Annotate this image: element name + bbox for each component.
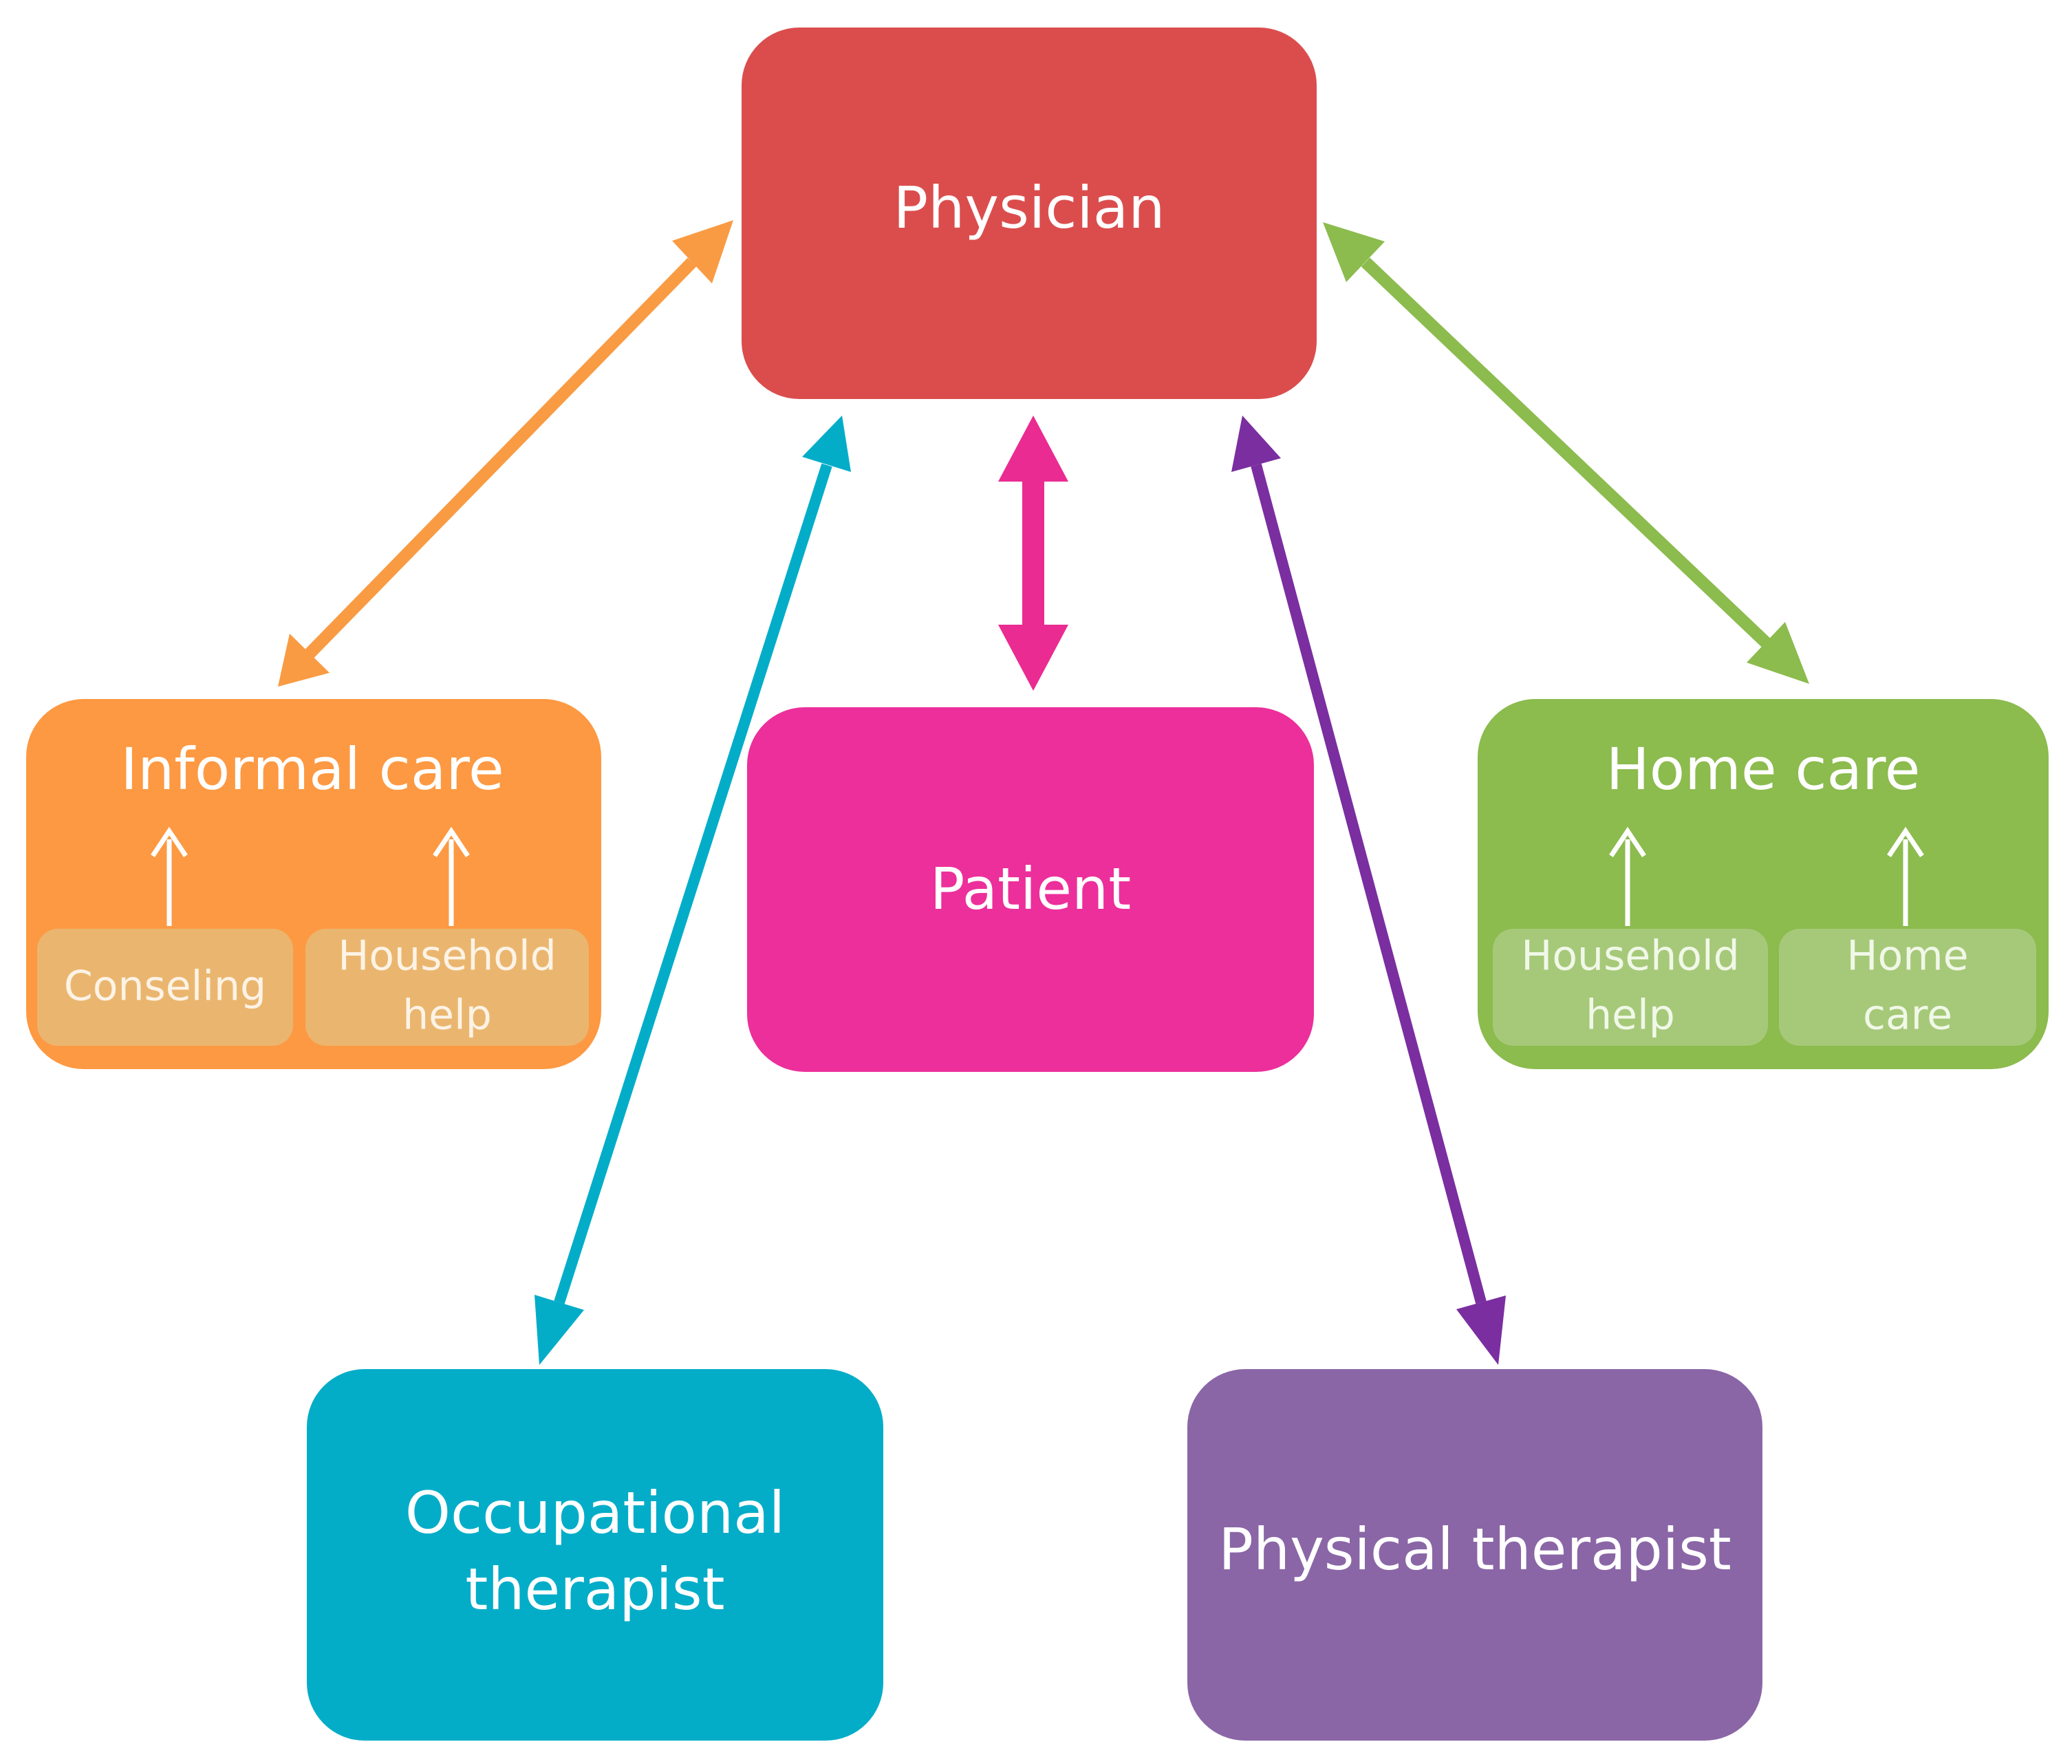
home-care-sub-arrow-2 [1887,826,1924,926]
occupational-therapist-box [307,1369,883,1741]
home-care-subitem-household-help: Household help [1493,929,1768,1046]
arrow-head [1456,1295,1506,1365]
subitem-label-line-1: Household [338,932,557,980]
physician-occupational-therapist-arrow [535,416,851,1365]
arrow-head [998,625,1068,691]
physician-label: Physician [894,174,1165,241]
subitem-box [1493,929,1768,1046]
informal-care-subitem-household-help: Household help [305,929,589,1046]
informal-care-subitem-conseling: Conseling [37,929,293,1046]
patient-label: Patient [930,855,1131,923]
home-care-sub-arrow-1 [1609,826,1646,926]
arrow-head [1323,222,1385,282]
arrow-head [672,220,733,283]
arrow-up-icon [433,826,470,857]
occupational-therapist-label-line-1: Occupational [405,1479,785,1547]
arrow-head [1231,416,1281,472]
physician-box [742,28,1317,399]
arrow-head [802,416,851,472]
home-care-node: Home care Household help Home care [1478,699,2049,1069]
connectors [278,220,1809,1365]
physician-informal-care-arrow [278,220,733,687]
physical-therapist-node: Physical therapist [1187,1369,1762,1741]
arrow-up-icon [1609,826,1646,857]
arrow-up-icon [1887,826,1924,857]
arrow-head [278,634,330,687]
physician-node: Physician [742,28,1317,399]
physician-physical-therapist-arrow [1231,416,1506,1365]
subitem-box [1779,929,2036,1046]
arrow-head [535,1295,584,1365]
arrow-up-icon [151,826,188,857]
physical-therapist-box [1187,1369,1762,1741]
subitem-box [305,929,589,1046]
subitem-label-line-2: care [1863,991,1952,1040]
arrow-head [1747,622,1809,684]
home-care-subitem-home-care: Home care [1779,929,2036,1046]
occupational-therapist-node: Occupational therapist [307,1369,883,1741]
informal-care-label: Informal care [120,735,504,803]
home-care-label: Home care [1606,735,1921,803]
patient-node: Patient [747,707,1314,1072]
subitem-label-line-2: help [1586,991,1675,1040]
patient-box [747,707,1314,1072]
subitem-label: Conseling [64,962,266,1011]
subitem-label-line-1: Household [1521,932,1740,980]
subitem-label-line-1: Home [1846,932,1968,980]
occupational-therapist-label-line-2: therapist [465,1556,724,1623]
physician-home-care-arrow [1323,222,1809,684]
arrow-head [998,416,1068,482]
informal-care-sub-arrow-1 [151,826,188,926]
physical-therapist-label: Physical therapist [1218,1516,1731,1583]
informal-care-node: Informal care Conseling Household help [26,699,601,1069]
informal-care-sub-arrow-2 [433,826,470,926]
subitem-box [37,929,293,1046]
physician-patient-arrow [998,416,1068,691]
subitem-label-line-2: help [402,991,492,1040]
